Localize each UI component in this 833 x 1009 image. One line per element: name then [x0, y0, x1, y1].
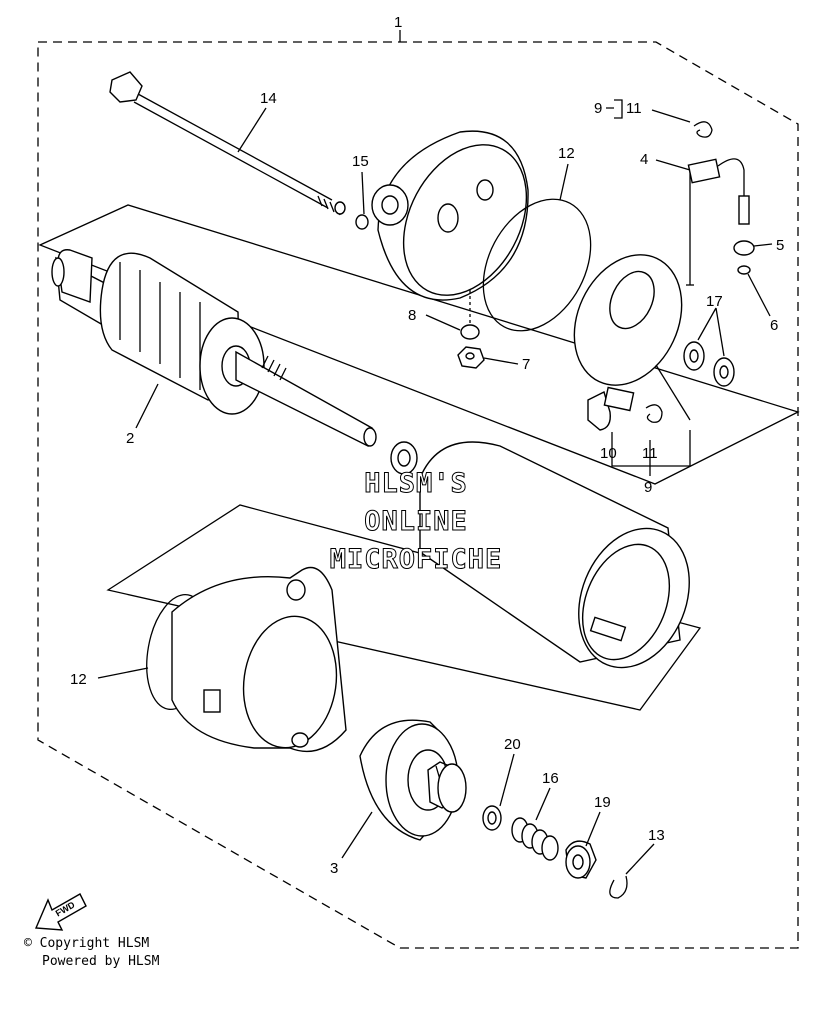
callout-7: 7: [522, 356, 530, 373]
callout-1: 1: [394, 14, 402, 31]
callout-3: 3: [330, 860, 338, 877]
callout-14: 14: [260, 90, 277, 107]
callout-15: 15: [352, 153, 369, 170]
label-17-leader: [697, 307, 725, 357]
label-15-leader: [361, 171, 365, 215]
label-8-leader: [425, 314, 461, 331]
label-11-upper-leader: [651, 109, 691, 123]
callout-11-upper: 11: [626, 100, 642, 117]
front-cover-housing: [171, 566, 347, 753]
callout-11-lower: 11: [642, 445, 658, 462]
watermark: HLSM'S ONLINE MICROFICHE: [329, 468, 503, 576]
starter-clutch-part-3: [359, 719, 467, 841]
label-16-leader: [535, 787, 551, 821]
watermark-line-1: HLSM'S: [364, 468, 468, 499]
copyright-notice: © Copyright HLSM: [24, 936, 150, 951]
yoke-housing: [419, 441, 690, 669]
callout-4: 4: [640, 151, 648, 168]
callout-19: 19: [594, 794, 611, 811]
upper-reference-plane: [38, 204, 800, 485]
watermark-line-3: MICROFICHE: [330, 544, 503, 575]
callout-6: 6: [770, 317, 778, 334]
callout-5: 5: [776, 237, 784, 254]
label-7-leader: [483, 357, 519, 365]
label-12-lower-leader: [97, 667, 149, 679]
label-14-leader: [237, 107, 267, 153]
label-9-lower-bracket: [611, 430, 691, 467]
callout-9-upper: 9: [594, 100, 602, 117]
label-3-leader: [341, 811, 373, 859]
label-2-leader: [135, 383, 159, 429]
callout-17: 17: [706, 293, 723, 310]
collar-part-19: [565, 840, 597, 879]
callout-16: 16: [542, 770, 559, 787]
o-ring-part-6: [737, 265, 751, 275]
callout-12-lower: 12: [70, 671, 87, 688]
powered-by-notice: Powered by HLSM: [42, 954, 160, 969]
callout-8: 8: [408, 307, 416, 324]
washer-part-5: [733, 240, 755, 256]
callout-2: 2: [126, 430, 134, 447]
spring-part-16: [511, 817, 559, 861]
callout-12-upper: 12: [558, 145, 575, 162]
label-5-leader: [753, 243, 773, 247]
o-ring-part-12-upper: [482, 198, 592, 332]
label-19-leader: [585, 811, 601, 847]
fwd-arrow-icon: FWD: [34, 893, 87, 931]
nut-part-7: [457, 346, 485, 369]
label-6-leader: [747, 273, 771, 317]
label-12-upper-leader: [559, 163, 569, 201]
rear-cover-housing: [371, 130, 529, 301]
brush-plate: [573, 165, 694, 386]
label-4-leader: [655, 159, 691, 171]
assembly-boundary: [37, 41, 799, 949]
callout-labels: 1 2 3 4 5 6 7 8 9 9 10 11 11 12 12 13 14…: [70, 14, 784, 877]
callout-20: 20: [504, 736, 521, 753]
armature-part-2: [51, 249, 377, 448]
nut-part-8: [460, 290, 480, 340]
brush-spring-part-11-upper: [693, 121, 713, 138]
label-9-upper-bracket: [606, 99, 623, 119]
brush-spring-part-11-lower: [645, 404, 663, 423]
lower-reference-plane: [106, 504, 702, 711]
callout-10: 10: [600, 445, 617, 462]
o-ring-part-15: [355, 214, 369, 230]
callout-9-lower: 9: [644, 479, 652, 496]
watermark-line-2: ONLINE: [364, 506, 468, 537]
label-13-leader: [625, 843, 655, 875]
circlip-part-13: [609, 875, 628, 899]
label-20-leader: [499, 753, 515, 807]
brush-lead-part-4: [687, 158, 750, 225]
through-bolt-part-14: [109, 71, 346, 216]
callout-13: 13: [648, 827, 665, 844]
brush-plate-leader: [655, 364, 691, 421]
